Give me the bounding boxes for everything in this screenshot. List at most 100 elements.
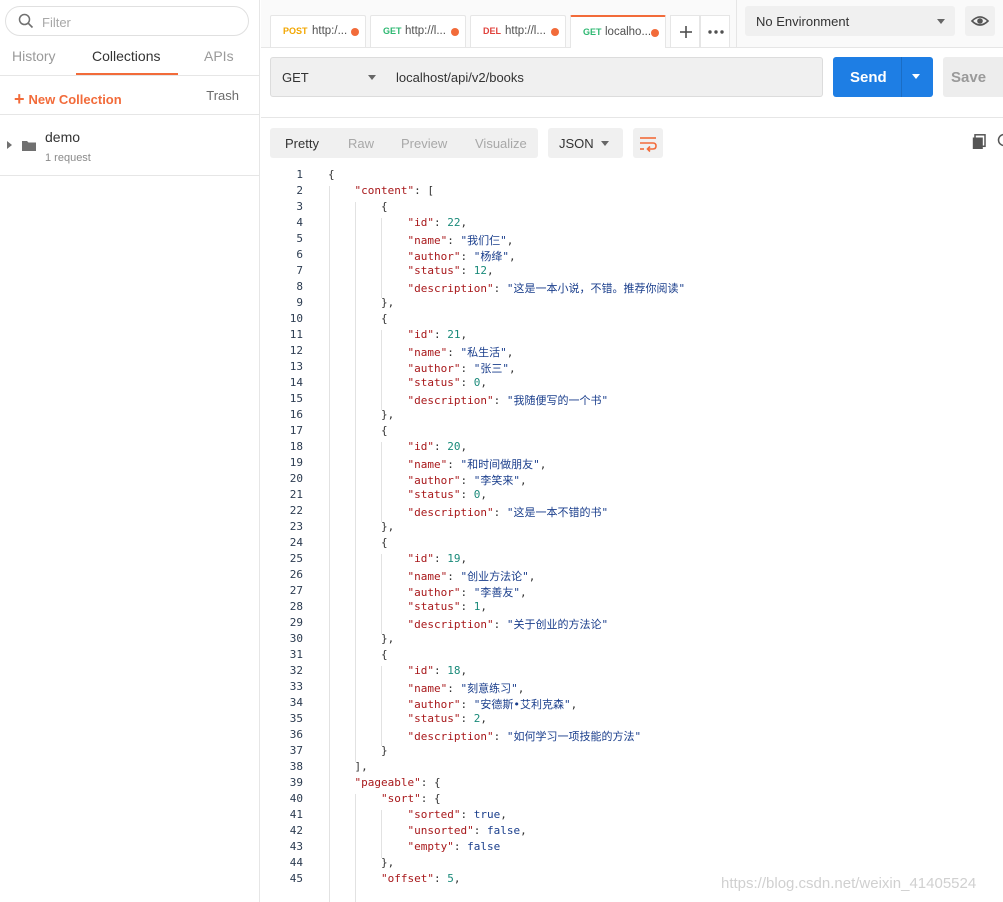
line-number: 11 [289,328,303,341]
tab-url: http://l... [505,25,546,37]
code-line: 7 "status": 12, [261,264,1003,280]
line-text: "author": "安德斯•艾利克森", [407,698,578,711]
trash-button[interactable]: Trash [206,88,239,103]
save-button[interactable]: Save [943,57,1003,97]
method-select[interactable]: GET [270,57,386,97]
code-line: 17 { [261,424,1003,440]
save-label: Save [951,69,987,86]
tab-apis[interactable]: APIs [204,48,234,64]
request-tab[interactable]: POST http:/... [270,15,366,47]
collection-item[interactable]: demo 1 request [0,116,259,176]
url-input[interactable] [385,57,823,97]
code-line: 34 "author": "安德斯•艾利克森", [261,696,1003,712]
request-tab-bar: POST http:/... GET http://l... DEL http:… [261,0,1003,48]
search-icon [18,13,34,29]
environment-label: No Environment [756,14,850,29]
request-tab[interactable]: DEL http://l... [470,15,566,47]
line-number: 22 [289,504,303,517]
new-collection-button[interactable]: +New Collection [14,88,122,109]
request-tab[interactable]: GET http://l... [370,15,466,47]
line-number: 17 [289,424,303,437]
tab-url: localho... [605,26,651,38]
line-text: "offset": 5, [380,872,461,885]
request-url-bar: GET Send Save [270,57,1003,97]
indent-guide [381,218,382,298]
format-preview[interactable]: Preview [401,136,448,151]
environment-dropdown[interactable]: No Environment [745,6,955,36]
line-number: 7 [296,264,303,277]
code-line: 11 "id": 21, [261,328,1003,344]
tab-method: POST [283,26,308,36]
chevron-down-icon [937,19,945,24]
unsaved-dot [651,29,659,37]
code-line: 10 { [261,312,1003,328]
chevron-down-icon[interactable] [912,74,920,79]
line-number: 21 [289,488,303,501]
language-value: JSON [559,136,594,151]
unsaved-dot [451,28,459,36]
line-number: 3 [296,200,303,213]
line-number: 39 [289,776,303,789]
code-line: 9 }, [261,296,1003,312]
line-text: "status": 0, [407,376,487,389]
line-number: 45 [289,872,303,885]
line-text: "description": "如何学习一项技能的方法" [407,730,642,743]
chevron-down-icon [601,141,609,146]
format-raw[interactable]: Raw [348,136,375,151]
filter-input[interactable] [42,12,232,32]
line-text: ], [328,760,368,773]
line-text: "author": "李善友", [407,586,527,599]
search-icon[interactable] [996,132,1003,150]
code-line: 13 "author": "张三", [261,360,1003,376]
tab-collections[interactable]: Collections [92,48,161,64]
line-text: "id": 21, [407,328,468,341]
format-visualize[interactable]: Visualize [475,136,527,151]
new-tab-button[interactable] [670,15,700,47]
code-line: 27 "author": "李善友", [261,584,1003,600]
caret-right-icon[interactable] [7,141,12,149]
response-body-code[interactable]: 1{2 "content": [3 {4 "id": 22,5 "name": … [261,168,1003,902]
code-line: 3 { [261,200,1003,216]
line-number: 9 [296,296,303,309]
line-text: "status": 12, [407,264,494,277]
filter-search-box[interactable] [5,6,249,36]
line-number: 37 [289,744,303,757]
collection-request-count: 1 request [45,152,91,164]
line-number: 27 [289,584,303,597]
code-line: 24 { [261,536,1003,552]
line-number: 5 [296,232,303,245]
line-number: 12 [289,344,303,357]
response-format-tabs: Pretty Raw Preview Visualize [270,128,538,158]
line-number: 1 [296,168,303,181]
line-number: 8 [296,280,303,293]
line-text: "id": 19, [407,552,468,565]
active-tab-indicator [76,73,178,75]
copy-icon[interactable] [972,134,986,150]
line-text: }, [328,408,395,421]
watermark-text: https://blog.csdn.net/weixin_41405524 [721,875,977,892]
line-text: "empty": false [407,840,501,853]
line-number: 29 [289,616,303,629]
line-text: "unsorted": false, [407,824,527,837]
line-text: "description": "我随便写的一个书" [407,394,609,407]
language-select[interactable]: JSON [548,128,623,158]
line-number: 43 [289,840,303,853]
code-line: 37 } [261,744,1003,760]
sidebar: History Collections APIs +New Collection… [0,0,260,902]
tab-options-button[interactable] [700,15,730,47]
indent-guide [355,202,356,762]
wrap-lines-button[interactable] [633,128,663,158]
line-text: }, [328,632,395,645]
tab-history[interactable]: History [12,48,56,64]
send-button[interactable]: Send [833,57,933,97]
tab-method: DEL [483,26,501,36]
code-line: 14 "status": 0, [261,376,1003,392]
format-pretty[interactable]: Pretty [285,136,319,151]
code-line: 31 { [261,648,1003,664]
divider [736,0,737,48]
line-text: "name": "我们仨", [407,234,514,247]
tab-url: http://l... [405,25,446,37]
request-tab-active[interactable]: GET localho... [570,15,666,48]
environment-quick-look-button[interactable] [965,6,995,36]
code-line: 41 "sorted": true, [261,808,1003,824]
